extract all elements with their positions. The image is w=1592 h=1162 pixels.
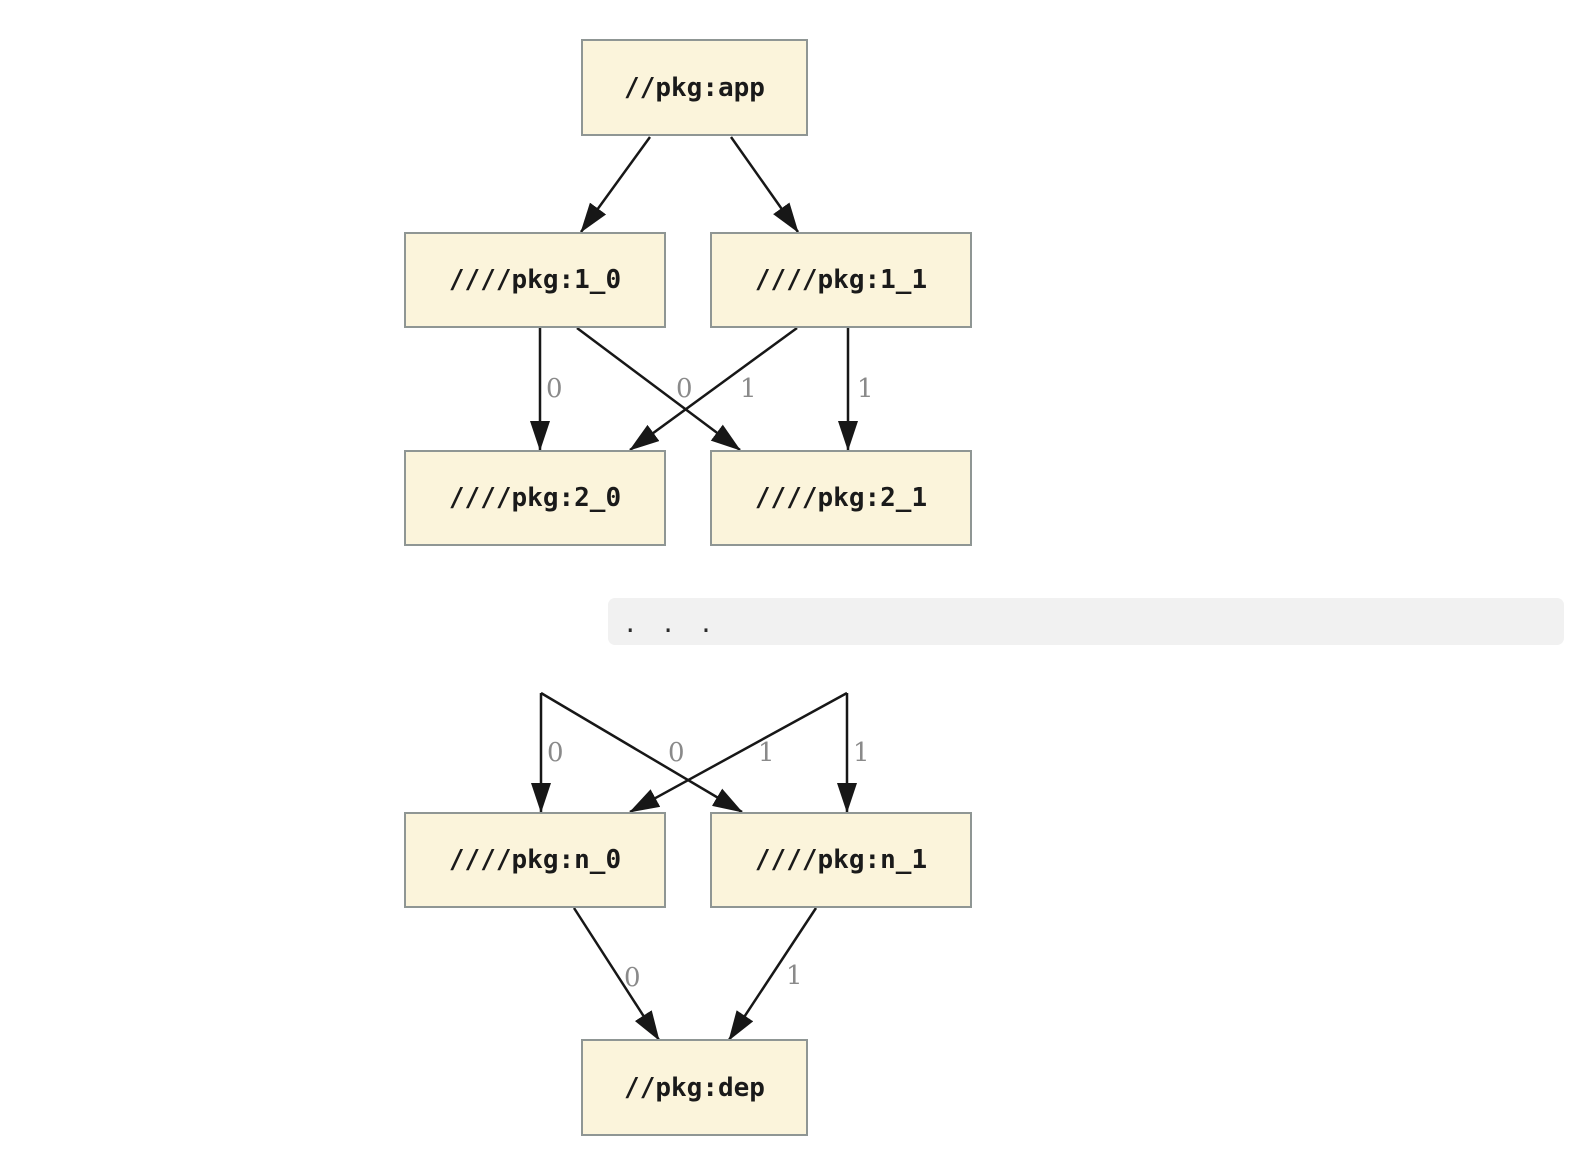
node-pkg-n-0-label: ////pkg:n_0 [448, 845, 622, 875]
edge-label-prev-0-to-n-0: 0 [547, 738, 564, 768]
edge-label-1-0-to-2-1: 0 [676, 374, 693, 404]
node-pkg-n-1-label: ////pkg:n_1 [754, 845, 928, 875]
edge-label-prev-0-to-n-1: 0 [668, 738, 685, 768]
edge-n-0-to-dep [572, 907, 661, 1041]
node-pkg-n-1: ////pkg:n_1 [710, 812, 972, 908]
node-pkg-2-1-label: ////pkg:2_1 [754, 483, 928, 513]
edge-label-prev-1-to-n-1: 1 [853, 738, 870, 768]
node-pkg-1-0: ////pkg:1_0 [404, 232, 666, 328]
node-pkg-2-0-label: ////pkg:2_0 [448, 483, 622, 513]
node-pkg-dep: //pkg:dep [581, 1039, 808, 1136]
edge-prev-1-to-n-0 [629, 691, 848, 814]
edge-prev-0-to-n-1 [540, 691, 743, 814]
ellipsis-band: . . . [608, 598, 1564, 645]
node-pkg-2-1: ////pkg:2_1 [710, 450, 972, 546]
node-pkg-app: //pkg:app [581, 39, 808, 136]
node-pkg-1-1: ////pkg:1_1 [710, 232, 972, 328]
edge-app-to-1-1 [729, 136, 800, 233]
edge-1-1-to-2-0 [629, 326, 798, 452]
edge-label-n-1-to-dep: 1 [786, 961, 803, 991]
edge-1-0-to-2-1 [576, 326, 741, 452]
edge-app-to-1-0 [579, 136, 652, 233]
edge-label-prev-1-to-n-0: 1 [758, 738, 775, 768]
edge-n-1-to-dep [727, 907, 818, 1041]
ellipsis-text: . . . [623, 610, 714, 638]
node-pkg-dep-label: //pkg:dep [624, 1072, 765, 1103]
node-pkg-2-0: ////pkg:2_0 [404, 450, 666, 546]
edge-label-1-1-to-2-1: 1 [857, 374, 874, 404]
node-pkg-1-1-label: ////pkg:1_1 [754, 265, 928, 295]
edge-label-1-0-to-2-0: 0 [546, 374, 563, 404]
node-pkg-app-label: //pkg:app [624, 72, 765, 103]
node-pkg-1-0-label: ////pkg:1_0 [448, 265, 622, 295]
edge-label-1-1-to-2-0: 1 [740, 374, 757, 404]
edge-label-n-0-to-dep: 0 [624, 963, 641, 993]
node-pkg-n-0: ////pkg:n_0 [404, 812, 666, 908]
